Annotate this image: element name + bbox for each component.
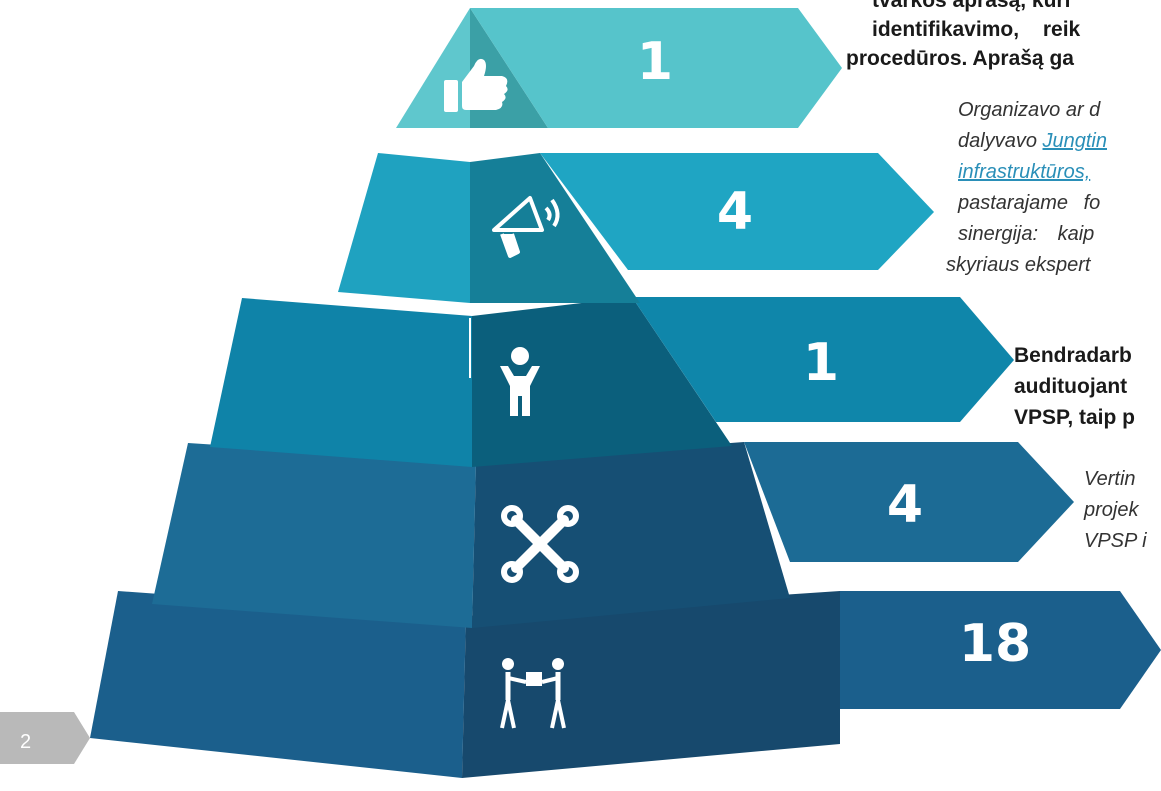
tier-5-left-face: [90, 591, 466, 778]
text2-line5: skyriaus ekspert: [946, 254, 1091, 276]
text4-line1: projek: [1084, 499, 1139, 521]
text1-line2: procedūros. Aprašą ga: [846, 47, 1074, 70]
tier-5-front-face: [462, 591, 840, 778]
tools-icon: [501, 505, 579, 583]
text4-line0: Vertin: [1084, 468, 1136, 490]
tier-2-arrow: [540, 153, 934, 270]
tier-4-number: 4: [886, 475, 924, 535]
tier-2-front-face: [470, 153, 640, 303]
text3-line2: VPSP, taip p: [1014, 406, 1135, 429]
tier-2-left-face: [338, 153, 470, 303]
tier-1-left-face: [396, 8, 470, 128]
tier-2-number: 4: [716, 182, 754, 242]
text2-line3: pastarajame fo: [958, 192, 1101, 214]
handshake-people-icon: [500, 658, 566, 729]
tier-3-number: 1: [802, 333, 840, 393]
tier-4-front-face: [472, 442, 790, 628]
text1-line0: tvarkos aprašą, kuri: [872, 0, 1071, 12]
tier-4-arrow: [744, 442, 1074, 562]
tier-3-arrow: [632, 297, 1014, 422]
megaphone-icon: [492, 196, 560, 258]
text2-line1-link[interactable]: Jungtin: [1042, 130, 1108, 152]
tier-3-front-face: [472, 297, 732, 467]
tier-1-arrow: [470, 8, 842, 128]
tier-5-number: 18: [958, 614, 1032, 674]
tier-4-left-face: [152, 443, 476, 628]
text2-line2-link[interactable]: infrastruktūros,: [958, 161, 1091, 183]
text2-line1: dalyvavo Jungtin: [958, 127, 1107, 155]
text1-line1: identifikavimo, reik: [872, 18, 1081, 41]
tier-5-arrow: [840, 591, 1161, 709]
text3-line1: audituojant: [1014, 375, 1128, 398]
page-number: 2: [20, 731, 32, 753]
text2-line0: Organizavo ar d: [958, 99, 1101, 121]
text3-line0: Bendradarb: [1014, 344, 1132, 367]
person-icon: [500, 347, 540, 416]
text4-line2: VPSP i: [1084, 530, 1147, 552]
tier-1-number: 1: [636, 32, 674, 92]
page-number-tab: [0, 712, 90, 764]
text2-line4: sinergija: kaip: [958, 223, 1095, 245]
thumbs-up-icon: [444, 58, 508, 112]
tier-3-left-face: [210, 298, 472, 467]
text2-line1-pre: dalyvavo: [958, 130, 1043, 152]
